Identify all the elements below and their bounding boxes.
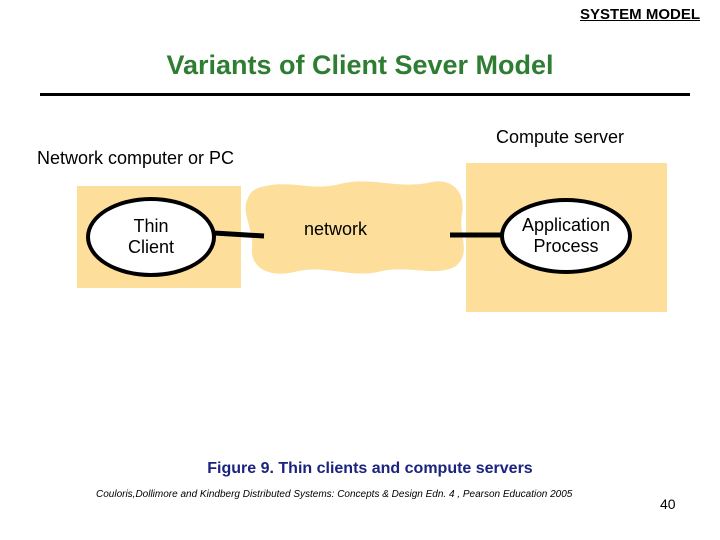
header-tag: SYSTEM MODEL — [579, 6, 700, 23]
thin-client-node: Thin Client — [86, 197, 216, 277]
figure-caption: Figure 9. Thin clients and compute serve… — [207, 460, 533, 477]
slide-title: Variants of Client Sever Model — [166, 50, 554, 80]
network-label: network — [304, 219, 368, 239]
compute-server-label: Compute server — [496, 127, 625, 147]
page-number: 40 — [660, 496, 676, 512]
connector-thin-to-network — [213, 230, 265, 239]
application-process-node: Application Process — [500, 198, 632, 274]
citation: Couloris,Dollimore and Kindberg Distribu… — [96, 489, 573, 500]
network-computer-label: Network computer or PC — [37, 148, 235, 168]
network-cloud — [245, 181, 464, 274]
application-process-label: Application Process — [521, 215, 611, 256]
title-rule — [40, 93, 690, 96]
thin-client-label: Thin Client — [127, 216, 175, 257]
